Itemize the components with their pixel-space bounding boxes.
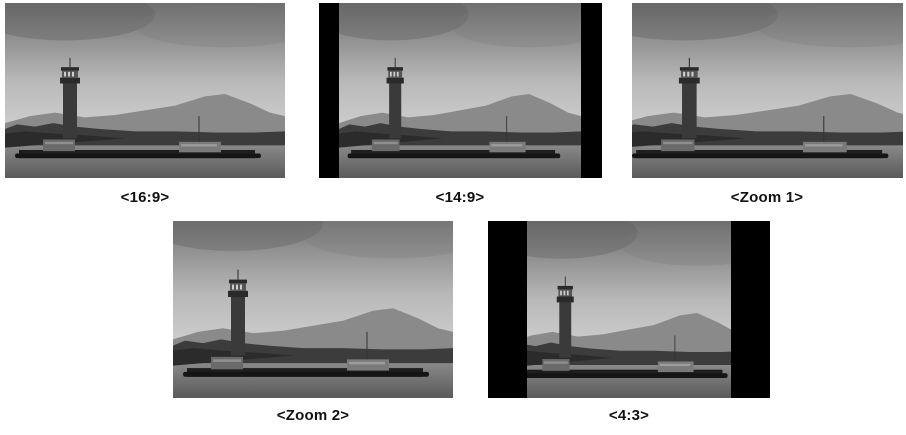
lighthouse-photo [173, 221, 453, 398]
figure-4-3 [488, 221, 770, 398]
caption-16-9: <16:9> [120, 189, 170, 206]
figure-14-9 [319, 3, 602, 178]
lighthouse-photo [339, 3, 581, 178]
caption-14-9: <14:9> [435, 189, 485, 206]
lighthouse-photo [527, 221, 731, 398]
figure-zoom-1 [632, 3, 903, 178]
caption-zoom-1: <Zoom 1> [730, 189, 804, 206]
figure-16-9 [5, 3, 285, 178]
lighthouse-photo [632, 3, 903, 178]
lighthouse-photo [5, 3, 285, 178]
figure-zoom-2 [173, 221, 453, 398]
caption-4-3: <4:3> [608, 407, 650, 424]
caption-zoom-2: <Zoom 2> [276, 407, 350, 424]
